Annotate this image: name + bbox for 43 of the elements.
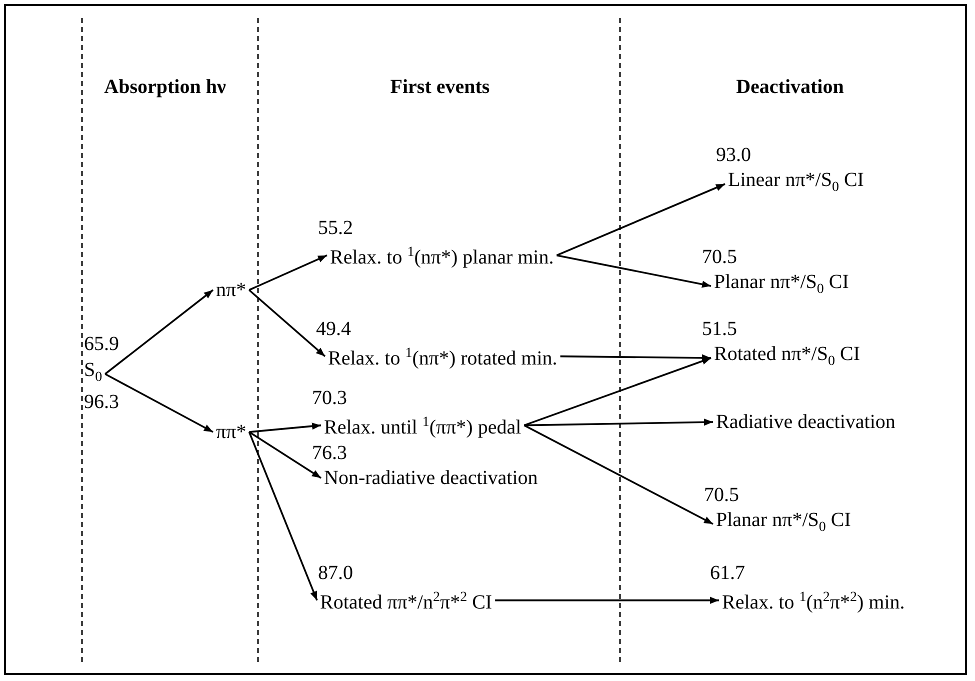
arrow <box>556 254 712 288</box>
state-label: Non-radiative deactivation <box>324 466 538 490</box>
state-label: ππ* <box>216 420 246 444</box>
arrow <box>524 418 714 426</box>
arrow <box>104 373 214 433</box>
arrow <box>248 431 322 479</box>
arrow <box>248 432 318 601</box>
state-label: Relax. until $^{1}$(ππ*) pedal <box>324 414 522 440</box>
column-heading: First events <box>389 75 491 100</box>
column-heading: Absorption hν <box>103 75 227 100</box>
arrow <box>248 289 326 357</box>
state-label: Radiative deactivation <box>716 410 896 434</box>
state-label: Relax. to $^{1}$(n$^{2}$π*$^{2}$) min. <box>722 589 905 615</box>
energy-value: 93.0 <box>716 143 751 167</box>
state-label: nπ* <box>216 278 246 302</box>
arrow <box>249 422 322 433</box>
arrow <box>248 254 328 291</box>
energy-value: 55.2 <box>318 216 353 240</box>
energy-value: 76.3 <box>312 441 347 465</box>
arrow <box>556 183 726 256</box>
arrow <box>524 424 714 525</box>
arrow <box>524 357 712 426</box>
state-label: Relax. to $^{1}$(nπ*) planar min. <box>330 244 554 270</box>
edge-label: 96.3 <box>84 390 119 414</box>
state-label: Relax. to $^{1}$(nπ*) rotated min. <box>328 345 558 371</box>
energy-value: 51.5 <box>702 317 737 341</box>
energy-value: 61.7 <box>710 561 745 585</box>
energy-value: 70.5 <box>702 245 737 269</box>
energy-value: 87.0 <box>318 561 353 585</box>
state-label: Planar nπ*/S$_{0}$ CI <box>714 270 849 299</box>
column-heading: Deactivation <box>735 75 845 100</box>
energy-value: 70.3 <box>312 386 347 410</box>
state-label: Planar nπ*/S$_{0}$ CI <box>716 508 851 537</box>
state-label: Rotated nπ*/S$_{0}$ CI <box>714 342 860 371</box>
state-label: Linear nπ*/S$_{0}$ CI <box>728 168 864 197</box>
state-label: S$_{0}$ <box>84 358 102 387</box>
state-label: Rotated ππ*/n$^{2}$π*$^{2}$ CI <box>320 589 492 615</box>
arrow <box>104 289 214 375</box>
energy-value: 49.4 <box>316 317 351 341</box>
arrow <box>495 596 719 604</box>
energy-value: 70.5 <box>704 483 739 507</box>
edge-label: 65.9 <box>84 332 119 356</box>
arrow <box>560 354 712 362</box>
